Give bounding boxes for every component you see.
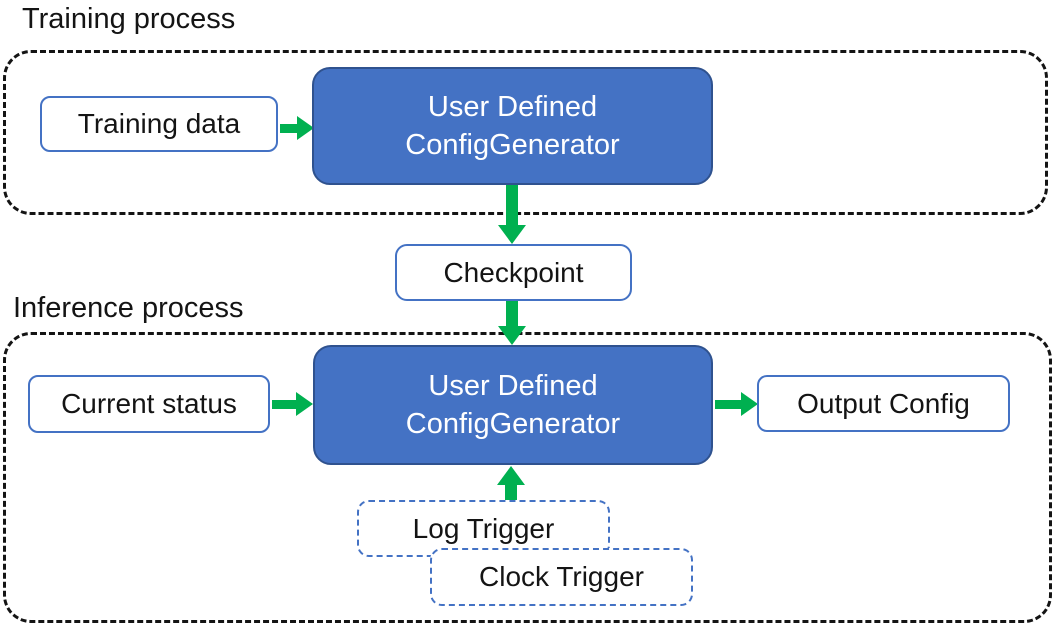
training-data-label: Training data [77, 108, 241, 139]
current-status-box: Current status [28, 375, 270, 433]
arrow-shaft [272, 400, 298, 409]
training-config-generator-box: User Defined ConfigGenerator [312, 67, 713, 185]
arrow-head [297, 116, 314, 140]
checkpoint-box: Checkpoint [395, 244, 632, 301]
training-data-box: Training data [40, 96, 278, 152]
arrow-head [741, 392, 758, 416]
checkpoint-label: Checkpoint [443, 256, 584, 288]
current-status-label: Current status [61, 388, 237, 419]
arrow-checkpoint-to-inference-generator [498, 301, 526, 345]
inference-process-label: Inference process [13, 292, 244, 324]
log-trigger-label: Log Trigger [412, 512, 555, 544]
arrow-head [498, 326, 526, 345]
generator-label-line1: User Defined [428, 369, 598, 402]
generator-label-line2: ConfigGenerator [405, 129, 620, 161]
output-config-label: Output Config [797, 387, 970, 419]
arrow-triggers-to-generator [497, 466, 525, 500]
arrow-shaft [506, 185, 518, 227]
arrow-head [497, 466, 525, 485]
output-config-box: Output Config [757, 375, 1010, 432]
arrow-shaft [280, 124, 300, 133]
arrow-shaft [715, 400, 743, 409]
training-process-label: Training process [22, 3, 236, 35]
generator-label-line2: ConfigGenerator [405, 408, 621, 440]
clock-trigger-box: Clock Trigger [430, 548, 693, 606]
arrow-generator-to-output-config [715, 392, 758, 417]
arrow-shaft [505, 483, 517, 500]
training-process-container [3, 50, 1048, 215]
arrow-generator-to-checkpoint [498, 185, 526, 244]
arrow-head [296, 392, 313, 416]
arrow-shaft [506, 301, 518, 328]
arrow-head [498, 225, 526, 244]
clock-trigger-label: Clock Trigger [479, 561, 644, 592]
arrow-current-status-to-generator [272, 392, 313, 417]
generator-label-line1: User Defined [427, 90, 598, 123]
arrow-training-data-to-generator [280, 116, 314, 141]
inference-process-container [3, 332, 1052, 623]
inference-config-generator-box: User Defined ConfigGenerator [313, 345, 713, 465]
